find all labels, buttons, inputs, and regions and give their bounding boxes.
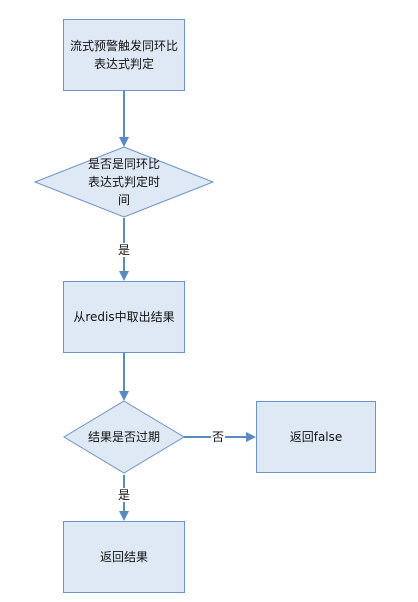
process-return-false-label: 返回false [289,430,343,444]
edge-label-yes-1: 是 [117,243,132,257]
process-return-result: 返回结果 [63,521,185,593]
edge-label-yes-2: 是 [117,488,132,502]
process-return-false: 返回false [256,401,376,473]
decision-diamond-check-time [33,146,215,218]
process-start-label: 流式预警触发同环比表达式判定 [70,39,179,71]
decision-diamond-check-expired [63,400,185,474]
edge-label-no-1: 否 [211,430,226,444]
process-start: 流式预警触发同环比表达式判定 [63,19,185,91]
process-return-result-label: 返回结果 [99,550,148,564]
decision-check-time-label: 是否是同环比 表达式判定时 间 [87,157,160,207]
decision-check-expired-label: 结果是否过期 [87,430,160,444]
process-fetch-redis-label: 从redis中取出结果 [73,310,175,324]
process-fetch-redis: 从redis中取出结果 [63,281,185,353]
